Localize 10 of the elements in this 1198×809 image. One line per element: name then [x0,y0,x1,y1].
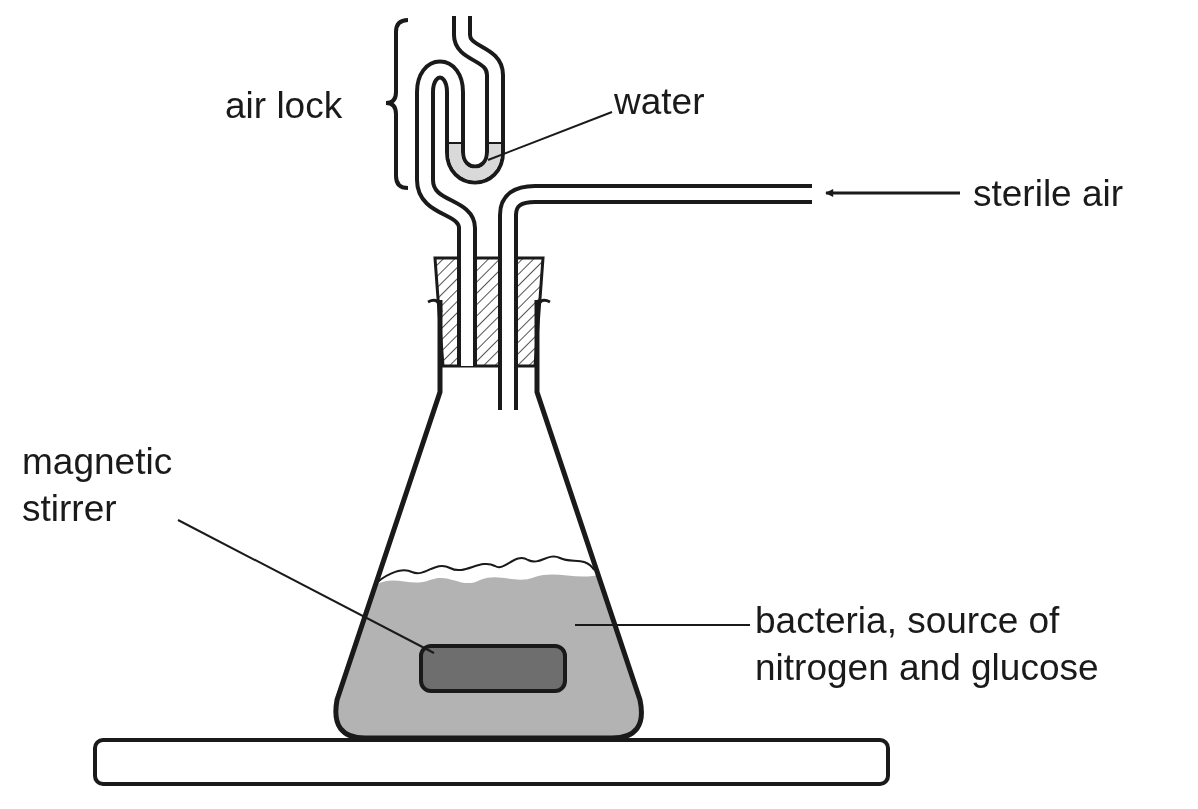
callout-text: sterile air [973,170,1173,217]
leader-line [574,624,751,626]
callout-text: magnetic stirrer [22,438,178,532]
part-label: air lock [225,84,343,128]
leader-line [487,111,613,161]
stirrer-bar [419,644,567,693]
callout-text: bacteria, source of nitrogen and glucose [755,597,1185,691]
callout-text: water [614,78,744,125]
leader-line [177,519,435,654]
arrow [825,189,960,197]
